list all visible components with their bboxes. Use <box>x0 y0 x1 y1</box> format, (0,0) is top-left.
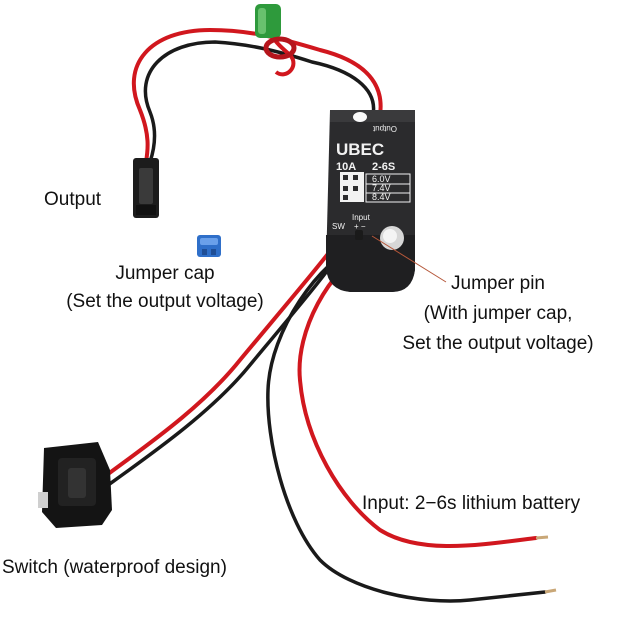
ubec-module: Output UBEC 10A 2-6S 6.0V 7.4V 8.4V Inpu… <box>326 110 415 292</box>
device-voltage-2: 7.4V <box>372 183 391 193</box>
device-spec-current: 10A <box>336 161 356 173</box>
device-voltage-3: 8.4V <box>372 192 391 202</box>
label-jumper-pin-line1: Jumper pin <box>451 273 545 294</box>
output-connector <box>133 158 159 218</box>
label-switch: Switch (waterproof design) <box>2 557 227 578</box>
label-jumper-cap: Jumper cap (Set the output voltage) <box>40 262 290 314</box>
label-input: Input: 2−6s lithium battery <box>362 493 581 514</box>
label-jumper-cap-line2: (Set the output voltage) <box>66 291 264 312</box>
label-jumper-pin-line2: (With jumper cap, <box>423 303 573 324</box>
output-clip <box>255 4 297 60</box>
device-plus-minus: + − <box>354 222 366 231</box>
device-spec-cells: 2-6S <box>372 161 395 173</box>
device-voltage-1: 6.0V <box>372 174 391 184</box>
label-jumper-pin-line3: Set the output voltage) <box>402 333 594 354</box>
label-jumper-cap-line1: Jumper cap <box>115 263 215 284</box>
label-jumper-pin: Jumper pin (With jumper cap, Set the out… <box>380 272 616 356</box>
device-input-tag: Input <box>352 213 371 222</box>
device-sw-tag: SW <box>332 222 345 231</box>
jumper-cap <box>197 235 221 257</box>
jumper-pin-leader <box>371 235 447 283</box>
label-output: Output <box>44 189 102 210</box>
device-brand: UBEC <box>336 140 384 159</box>
switch-body <box>38 442 112 528</box>
device-output-tag: Output <box>372 124 397 133</box>
